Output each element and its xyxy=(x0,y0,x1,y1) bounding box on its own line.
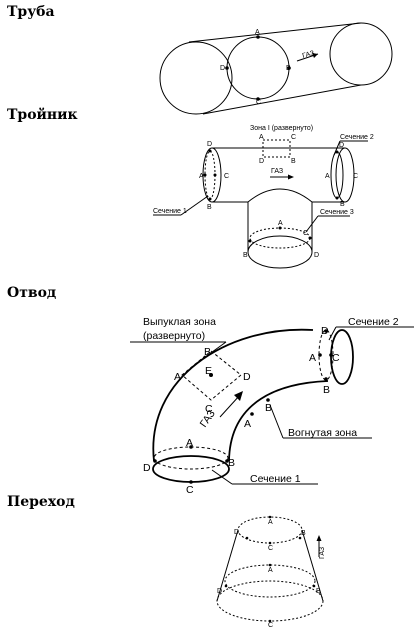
tee-zone-1-label: Зона I (развернуто) xyxy=(250,125,313,132)
tee-right-end xyxy=(335,147,355,203)
bend-concave-zone-label: Вогнутая зона xyxy=(288,427,357,439)
pipe-label-a: A xyxy=(255,29,260,36)
svg-text:B: B xyxy=(228,457,235,469)
reducer-diagram: A D C B A D B C ГАЗ xyxy=(216,515,326,629)
bend-top-end xyxy=(330,329,354,385)
bend-section-2-ring xyxy=(318,329,334,381)
svg-text:C: C xyxy=(186,484,194,496)
svg-text:C: C xyxy=(268,622,273,629)
svg-text:B: B xyxy=(207,204,212,211)
svg-text:C: C xyxy=(224,173,229,180)
heading-tee: Тройник xyxy=(7,107,78,123)
pipe-left-end xyxy=(159,41,233,115)
svg-text:A: A xyxy=(325,173,330,180)
tee-section-3-label: Сечение 3 xyxy=(320,209,354,216)
svg-text:A: A xyxy=(259,134,264,141)
bend-section-1-label: Сечение 1 xyxy=(250,473,301,485)
bend-flow-label: ГАЗ xyxy=(198,408,218,430)
bend-diagram: B A D E C Выпуклая зона (развернуто) ГАЗ… xyxy=(130,316,414,496)
tee-diagram: Зона I (развернуто) A C D B ГАЗ D B A C … xyxy=(153,125,374,269)
svg-text:A: A xyxy=(174,371,181,383)
svg-text:B: B xyxy=(291,158,296,165)
svg-text:D: D xyxy=(234,529,239,536)
svg-text:A: A xyxy=(278,220,283,227)
svg-text:A: A xyxy=(186,437,193,449)
pipe-diagram: A B C D ГАЗ xyxy=(159,22,393,115)
reducer-flow-label: ГАЗ xyxy=(319,547,326,559)
heading-bend: Отвод xyxy=(7,285,57,301)
tee-flow-label: ГАЗ xyxy=(271,168,283,175)
svg-text:D: D xyxy=(207,141,212,148)
pipe-label-c: C xyxy=(256,99,261,106)
reducer-left-side xyxy=(216,529,239,602)
bend-outer-curve xyxy=(152,328,314,462)
svg-text:B: B xyxy=(323,384,330,396)
svg-text:E: E xyxy=(205,365,212,377)
pipe-right-end xyxy=(329,22,393,86)
svg-text:C: C xyxy=(291,134,296,141)
tee-section-1-label: Сечение 1 xyxy=(153,208,187,215)
svg-text:B: B xyxy=(243,252,248,259)
svg-text:D: D xyxy=(217,588,222,595)
pipe-bottom-line xyxy=(202,84,362,115)
svg-text:C: C xyxy=(303,230,308,237)
reducer-bottom-end xyxy=(216,580,324,622)
svg-text:B: B xyxy=(316,588,321,595)
bend-convex-zone-box xyxy=(181,350,242,401)
pipe-label-b: B xyxy=(286,65,291,72)
svg-text:A: A xyxy=(309,352,316,364)
svg-text:C: C xyxy=(268,545,273,552)
tee-section-2-ring xyxy=(330,151,344,199)
svg-text:B: B xyxy=(204,346,211,358)
bend-convex-zone-label-1: Выпуклая зона xyxy=(143,316,216,328)
svg-text:B: B xyxy=(265,402,272,414)
svg-text:B: B xyxy=(301,530,306,537)
tee-zone-1-box xyxy=(262,139,291,158)
svg-text:B: B xyxy=(340,201,345,208)
bend-section-2-label: Сечение 2 xyxy=(348,316,399,328)
svg-text:D: D xyxy=(143,462,151,474)
svg-text:D: D xyxy=(243,371,251,383)
svg-text:C: C xyxy=(332,352,340,364)
svg-text:D: D xyxy=(339,142,344,149)
pipe-top-line xyxy=(188,22,362,43)
pipe-section xyxy=(226,36,290,100)
svg-text:A: A xyxy=(244,418,251,430)
svg-text:D: D xyxy=(259,158,264,165)
bend-inner-curve xyxy=(228,380,329,462)
pipe-flow-label: ГАЗ xyxy=(302,50,316,60)
svg-text:A: A xyxy=(199,173,204,180)
svg-text:A: A xyxy=(268,519,273,526)
heading-pipe: Труба xyxy=(7,4,55,20)
bend-section-1-ring xyxy=(153,446,229,470)
reducer-right-side xyxy=(301,529,324,602)
svg-text:C: C xyxy=(353,173,358,180)
pipe-label-d: D xyxy=(220,65,225,72)
bend-convex-zone-label-2: (развернуто) xyxy=(143,330,205,342)
svg-text:D: D xyxy=(314,252,319,259)
tee-branch-end xyxy=(247,235,313,269)
reducer-middle-section xyxy=(224,564,316,598)
tee-section-2-label: Сечение 2 xyxy=(340,134,374,141)
svg-text:C: C xyxy=(205,403,213,415)
bend-flow-arrow xyxy=(219,394,241,418)
heading-reducer: Переход xyxy=(7,494,75,510)
svg-text:A: A xyxy=(268,567,273,574)
svg-text:D: D xyxy=(321,325,329,337)
tee-section-3-ring xyxy=(249,227,311,249)
